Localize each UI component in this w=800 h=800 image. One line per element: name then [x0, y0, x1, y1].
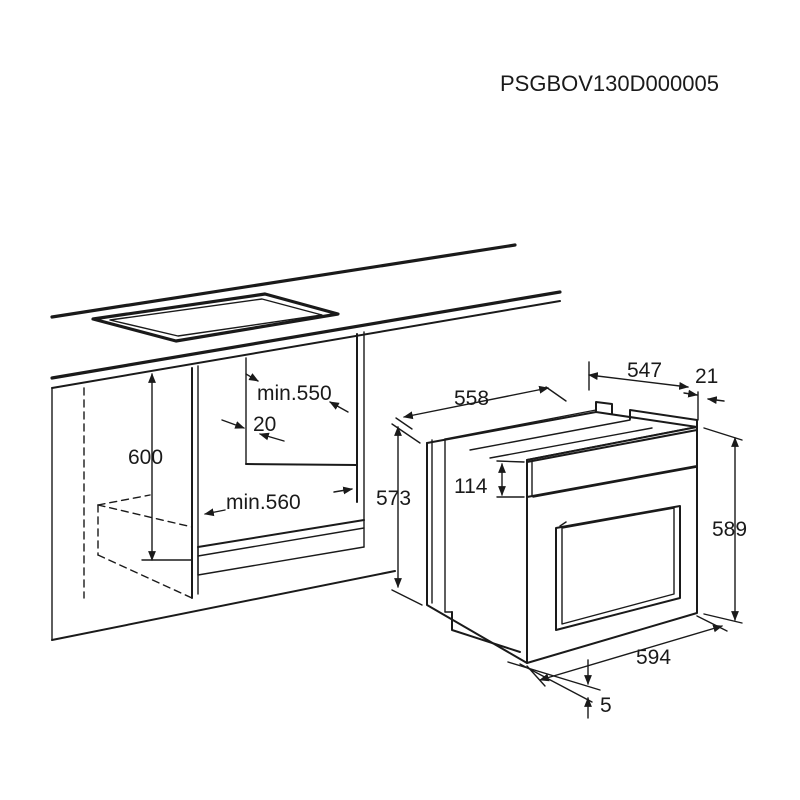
door-window	[555, 505, 681, 631]
depth-min550-label: min.550	[257, 382, 332, 405]
depth-558-label: 558	[454, 387, 489, 410]
oven-dimensions: 547 21 558 573 114 589 594	[376, 359, 747, 719]
kitchen-cabinet	[50, 243, 562, 641]
depth-min550-leader	[245, 373, 259, 382]
gap-20-leader-right	[259, 432, 285, 442]
control-panel	[526, 429, 698, 498]
depth-547-label: 547	[627, 359, 662, 382]
gap-20-leader-left	[221, 419, 245, 429]
product-code: PSGBOV130D000005	[500, 71, 719, 96]
width-min560-label: min.560	[226, 491, 301, 514]
gap-20-label: 20	[253, 413, 276, 436]
offset-21-leader	[683, 389, 698, 398]
offset-21-label: 21	[695, 365, 718, 388]
oven-front	[526, 426, 698, 664]
hob	[91, 292, 340, 343]
width-min560-arrow	[204, 508, 226, 517]
depth-547-arrow	[588, 372, 689, 390]
height-589-label: 589	[712, 518, 747, 541]
height-600-label: 600	[128, 446, 163, 469]
offset-5-label: 5	[600, 694, 612, 717]
panel-114-label: 114	[454, 475, 488, 498]
cabinet-dimensions: 600 min.550 20 min.560	[128, 373, 353, 561]
height-573-label: 573	[376, 487, 411, 510]
oven	[426, 401, 698, 664]
depth-558-arrow	[403, 385, 549, 420]
width-594-label: 594	[636, 646, 671, 669]
width-594-arrow	[539, 624, 723, 682]
